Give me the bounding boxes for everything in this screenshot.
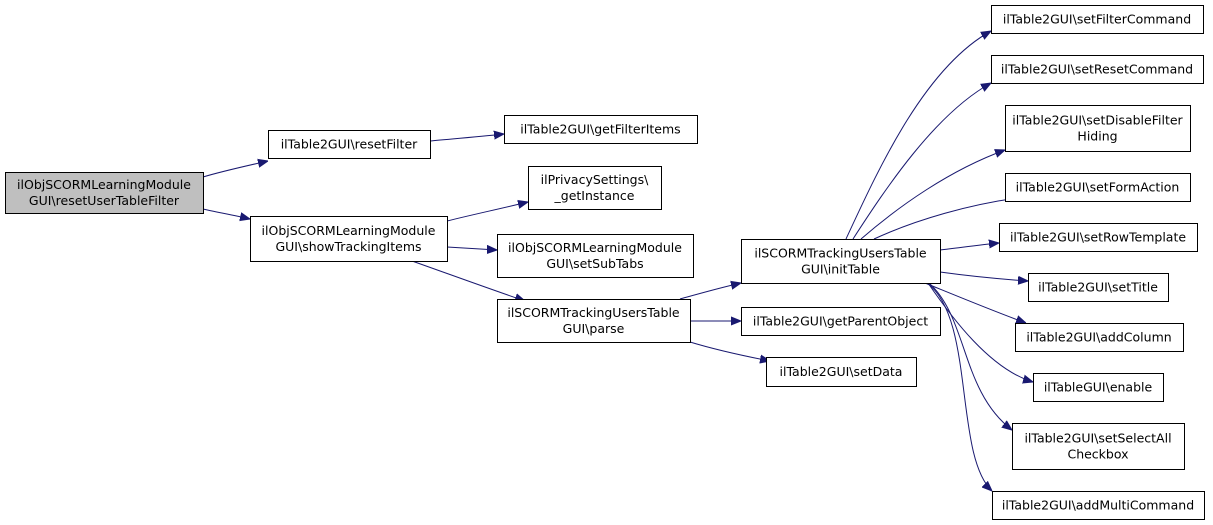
- node-box: [1015, 323, 1184, 352]
- node-label-line: GUI\parse: [563, 321, 625, 336]
- edge-showTrackingItems-to-getInstance: [446, 202, 528, 222]
- edge-initTable-to-setDisableFilterHiding: [860, 150, 1005, 240]
- node-label-line: ilTable2GUI\setDisableFilter: [1012, 113, 1183, 128]
- node-box: [5, 172, 204, 214]
- node-setFormAction[interactable]: ilTable2GUI\setFormAction: [1005, 173, 1191, 202]
- node-label-line: ilTable2GUI\addMultiCommand: [1002, 498, 1194, 513]
- node-label-line: ilTable2GUI\resetFilter: [281, 137, 418, 152]
- node-label-line: ilObjSCORMLearningModule: [17, 177, 191, 192]
- node-label-line: ilSCORMTrackingUsersTable: [754, 246, 927, 261]
- node-label-line: ilObjSCORMLearningModule: [262, 223, 436, 238]
- node-label-line: ilPrivacySettings\: [541, 172, 649, 187]
- node-box: [504, 115, 698, 144]
- node-box: [991, 5, 1204, 34]
- node-setTitle[interactable]: ilTable2GUI\setTitle: [1028, 273, 1169, 302]
- node-label-line: ilSCORMTrackingUsersTable: [507, 305, 680, 320]
- node-label-line: ilTable2GUI\setFormAction: [1016, 180, 1180, 195]
- edge-initTable-to-enable: [927, 282, 1033, 382]
- node-label-line: GUI\setSubTabs: [546, 256, 643, 271]
- edge-showTrackingItems-to-setSubTabs: [446, 247, 497, 250]
- edge-initTable-to-setTitle: [939, 271, 1028, 281]
- edge-initTable-to-addColumn: [924, 282, 1026, 323]
- node-label-line: ilTable2GUI\addColumn: [1026, 330, 1171, 345]
- node-box: [1033, 373, 1164, 402]
- node-label-line: Hiding: [1077, 129, 1117, 144]
- node-getParentObject[interactable]: ilTable2GUI\getParentObject: [741, 307, 941, 336]
- node-label-line: ilObjSCORMLearningModule: [508, 240, 682, 255]
- node-label-line: ilTable2GUI\setSelectAll: [1024, 431, 1171, 446]
- node-label-line: ilTable2GUI\getParentObject: [753, 314, 928, 329]
- node-label-line: ilTable2GUI\setTitle: [1038, 280, 1158, 295]
- node-addColumn[interactable]: ilTable2GUI\addColumn: [1015, 323, 1184, 352]
- node-box: [1005, 173, 1191, 202]
- node-setFilterCommand[interactable]: ilTable2GUI\setFilterCommand: [991, 5, 1204, 34]
- node-setResetCommand[interactable]: ilTable2GUI\setResetCommand: [991, 55, 1204, 84]
- node-box: [1012, 423, 1185, 470]
- edge-parse-to-initTable: [679, 283, 741, 300]
- node-label-line: GUI\showTrackingItems: [275, 239, 421, 254]
- node-getInstance[interactable]: ilPrivacySettings\_getInstance: [528, 166, 662, 210]
- edge-initTable-to-setSelectAllCheckbox: [928, 282, 1012, 430]
- node-enable[interactable]: ilTableGUI\enable: [1033, 373, 1164, 402]
- edge-initTable-to-setRowTemplate: [939, 243, 999, 251]
- edge-root-to-showTrackingItems: [202, 208, 250, 219]
- node-box: [741, 307, 941, 336]
- node-box: [999, 223, 1198, 252]
- node-label-line: Checkbox: [1067, 447, 1128, 462]
- node-root[interactable]: ilObjSCORMLearningModuleGUI\resetUserTab…: [5, 172, 204, 214]
- edge-parse-to-setData: [689, 341, 770, 361]
- node-box: [766, 357, 917, 387]
- edge-initTable-to-setFilterCommand: [845, 31, 991, 240]
- node-label-line: ilTable2GUI\setFilterCommand: [1003, 12, 1191, 27]
- node-getFilterItems[interactable]: ilTable2GUI\getFilterItems: [504, 115, 698, 144]
- node-setData[interactable]: ilTable2GUI\setData: [766, 357, 917, 387]
- node-label-line: ilTable2GUI\getFilterItems: [520, 122, 680, 137]
- node-box: [991, 55, 1204, 84]
- edge-showTrackingItems-to-parse: [411, 260, 525, 301]
- node-box: [250, 216, 448, 262]
- node-box: [528, 166, 662, 210]
- node-label-line: ilTable2GUI\setData: [780, 364, 903, 379]
- node-setRowTemplate[interactable]: ilTable2GUI\setRowTemplate: [999, 223, 1198, 252]
- node-label-line: GUI\initTable: [801, 262, 880, 277]
- node-box: [741, 239, 941, 284]
- edge-initTable-to-setResetCommand: [852, 83, 991, 240]
- node-label-line: ilTable2GUI\setResetCommand: [1001, 62, 1193, 77]
- node-box: [268, 130, 431, 159]
- edge-resetFilter-to-getFilterItems: [429, 134, 504, 142]
- node-box: [1005, 105, 1191, 152]
- node-box: [992, 491, 1205, 520]
- node-label-line: ilTableGUI\enable: [1044, 380, 1153, 395]
- node-label-line: _getInstance: [554, 188, 635, 203]
- node-label-line: GUI\resetUserTableFilter: [29, 193, 180, 208]
- node-showTrackingItems[interactable]: ilObjSCORMLearningModuleGUI\showTracking…: [250, 216, 448, 262]
- edge-initTable-to-addMultiCommand: [926, 282, 992, 491]
- node-label-line: ilTable2GUI\setRowTemplate: [1010, 230, 1186, 245]
- node-box: [497, 299, 691, 343]
- edge-root-to-resetFilter: [202, 161, 268, 178]
- node-box: [497, 234, 694, 278]
- nodes: ilObjSCORMLearningModuleGUI\resetUserTab…: [5, 5, 1205, 520]
- node-resetFilter[interactable]: ilTable2GUI\resetFilter: [268, 130, 431, 159]
- node-box: [1028, 273, 1169, 302]
- node-addMultiCommand[interactable]: ilTable2GUI\addMultiCommand: [992, 491, 1205, 520]
